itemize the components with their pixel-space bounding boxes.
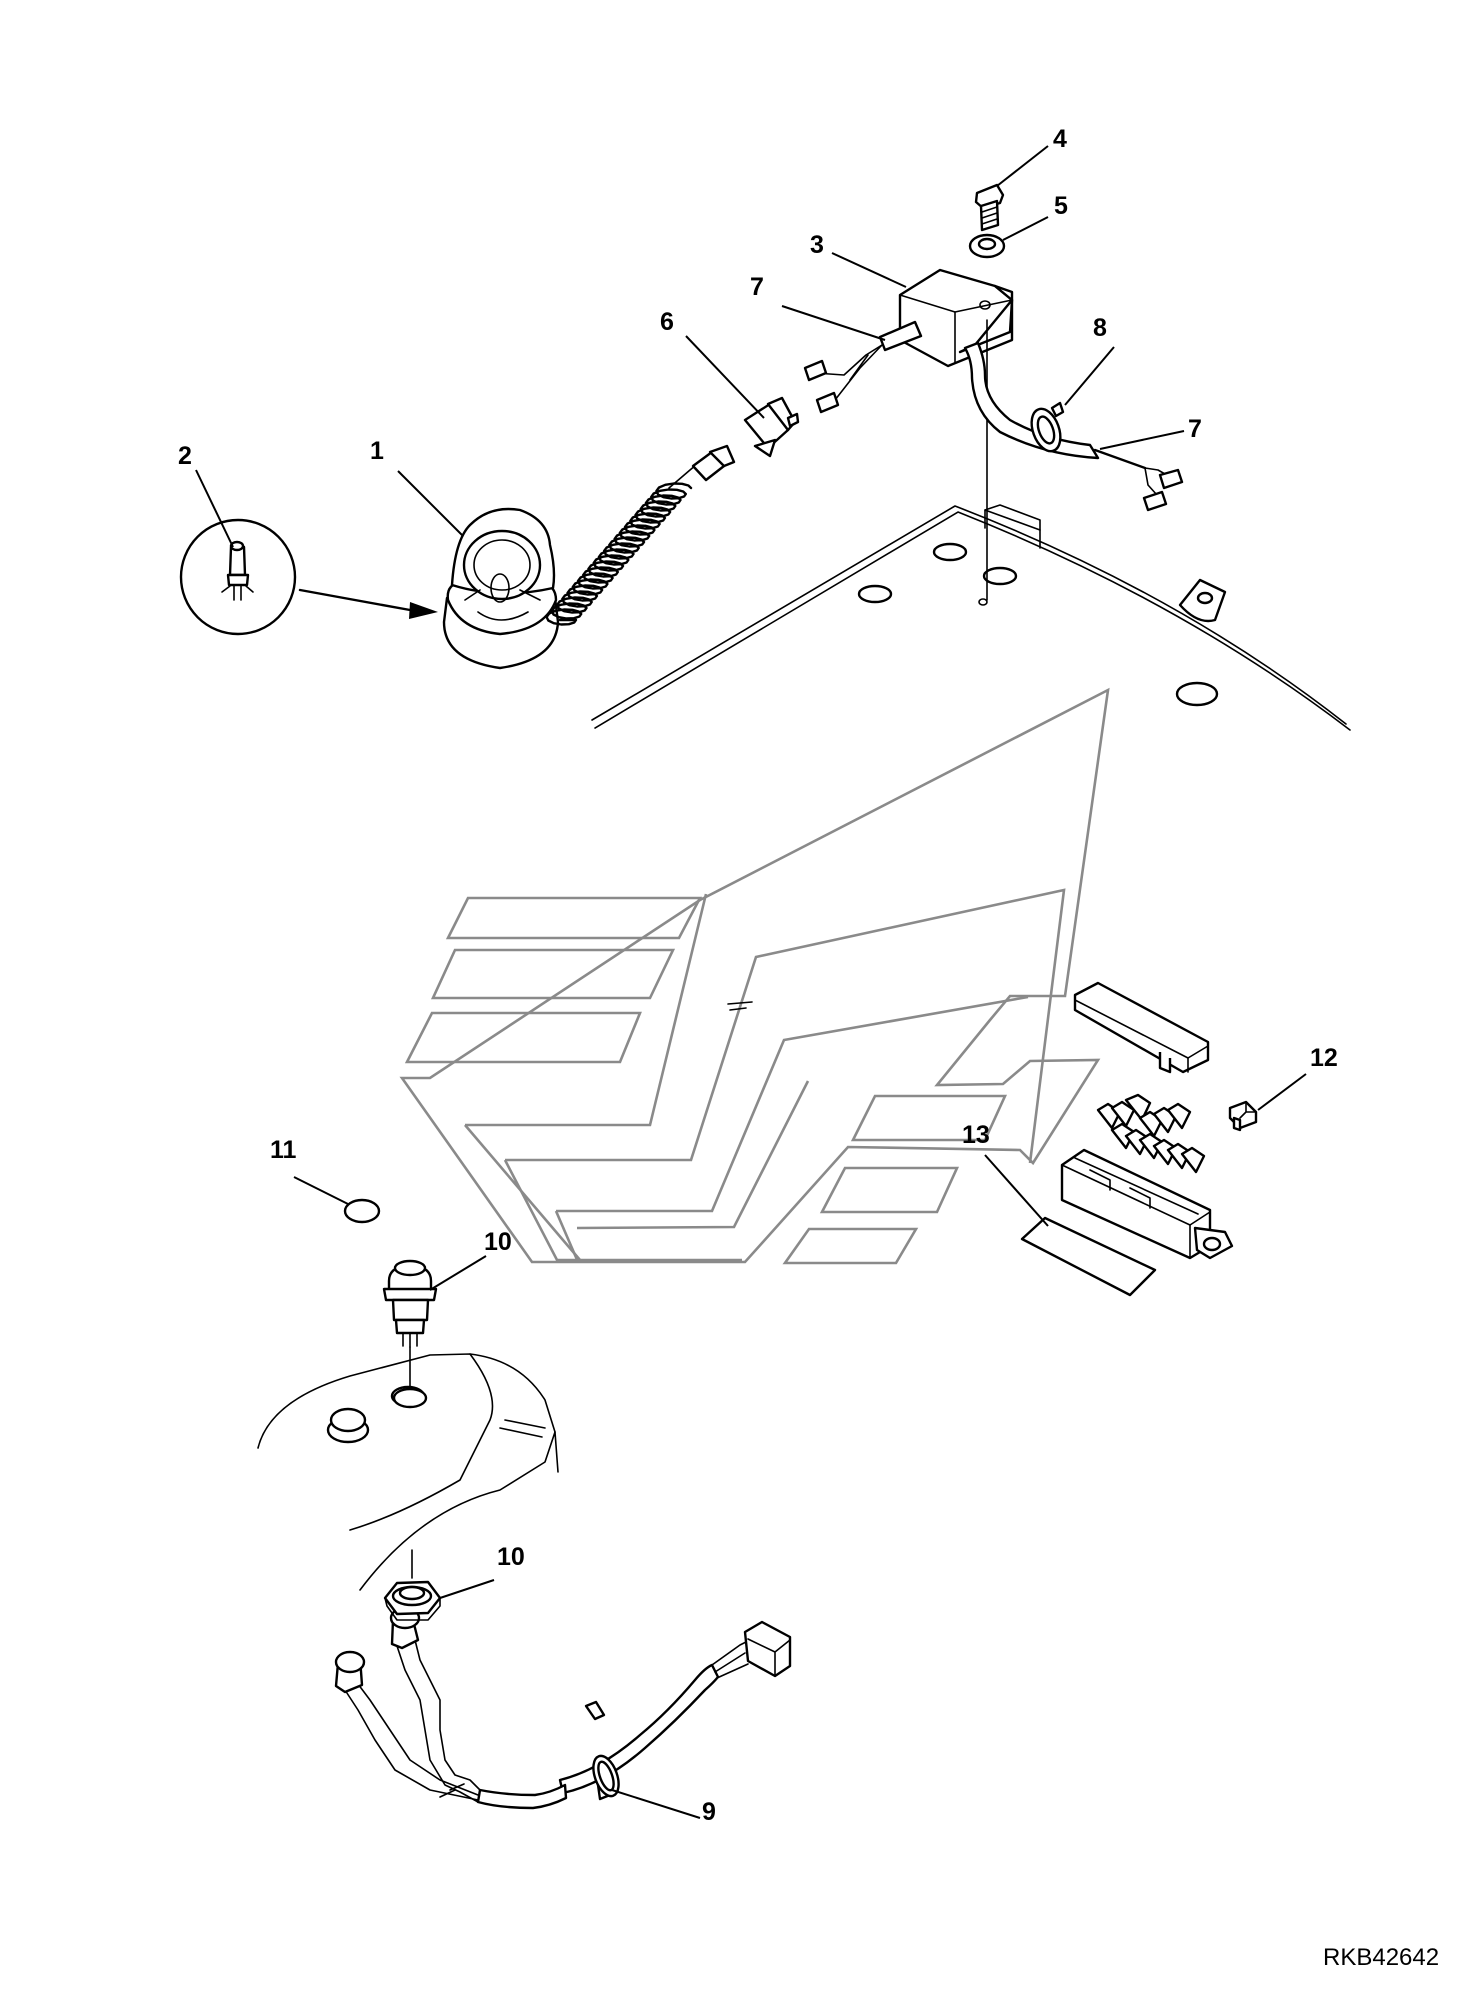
beacon-bulb-inset <box>179 518 438 636</box>
callout-1: 1 <box>370 437 384 465</box>
terminal-leads-lower <box>1093 448 1184 512</box>
coiled-cable <box>545 459 703 626</box>
callout-2: 2 <box>178 442 192 470</box>
leader-lines <box>195 145 1307 1819</box>
terminal-leads-upper <box>803 344 883 414</box>
fuse-label-sheet <box>1020 1216 1157 1297</box>
callout-3: 3 <box>810 231 824 259</box>
callout-9: 9 <box>702 1798 716 1826</box>
rocker-switch <box>382 1259 438 1409</box>
callout-7-lower: 7 <box>1188 415 1202 443</box>
callout-6: 6 <box>660 308 674 336</box>
washer <box>968 233 1006 259</box>
socket-connector <box>743 396 800 458</box>
beacon-plug <box>691 444 736 482</box>
callout-11: 11 <box>270 1136 297 1164</box>
fuse-set <box>1096 1093 1206 1174</box>
callout-12: 12 <box>1310 1044 1338 1072</box>
flasher-unit <box>878 268 1014 368</box>
flasher-harness <box>963 341 1100 460</box>
callout-10-lower: 10 <box>497 1543 525 1571</box>
bolt <box>974 183 1005 232</box>
blade-fuse <box>1228 1100 1258 1132</box>
rotating-beacon <box>442 507 560 670</box>
fuse-box-cover <box>1073 981 1210 1074</box>
cable-tie-upper <box>1030 401 1065 453</box>
switch-wiring-harness <box>334 1606 792 1810</box>
callout-10-upper: 10 <box>484 1228 512 1256</box>
cab-decal-stripes <box>399 687 1110 1265</box>
fuse-box-base <box>1060 1148 1234 1260</box>
callout-7-upper: 7 <box>750 273 764 301</box>
switch-nut <box>383 1549 442 1621</box>
cab-roof-panel <box>591 504 1351 731</box>
callout-labels: 1 2 3 4 5 6 7 8 7 9 11 10 10 12 13 <box>178 125 1338 1826</box>
callout-8: 8 <box>1093 314 1107 342</box>
switch-cap <box>343 1198 381 1224</box>
drawing-reference: RKB42642 <box>1323 1944 1439 1971</box>
callout-13: 13 <box>962 1121 990 1149</box>
callout-4: 4 <box>1053 125 1067 153</box>
callout-5: 5 <box>1054 192 1068 220</box>
